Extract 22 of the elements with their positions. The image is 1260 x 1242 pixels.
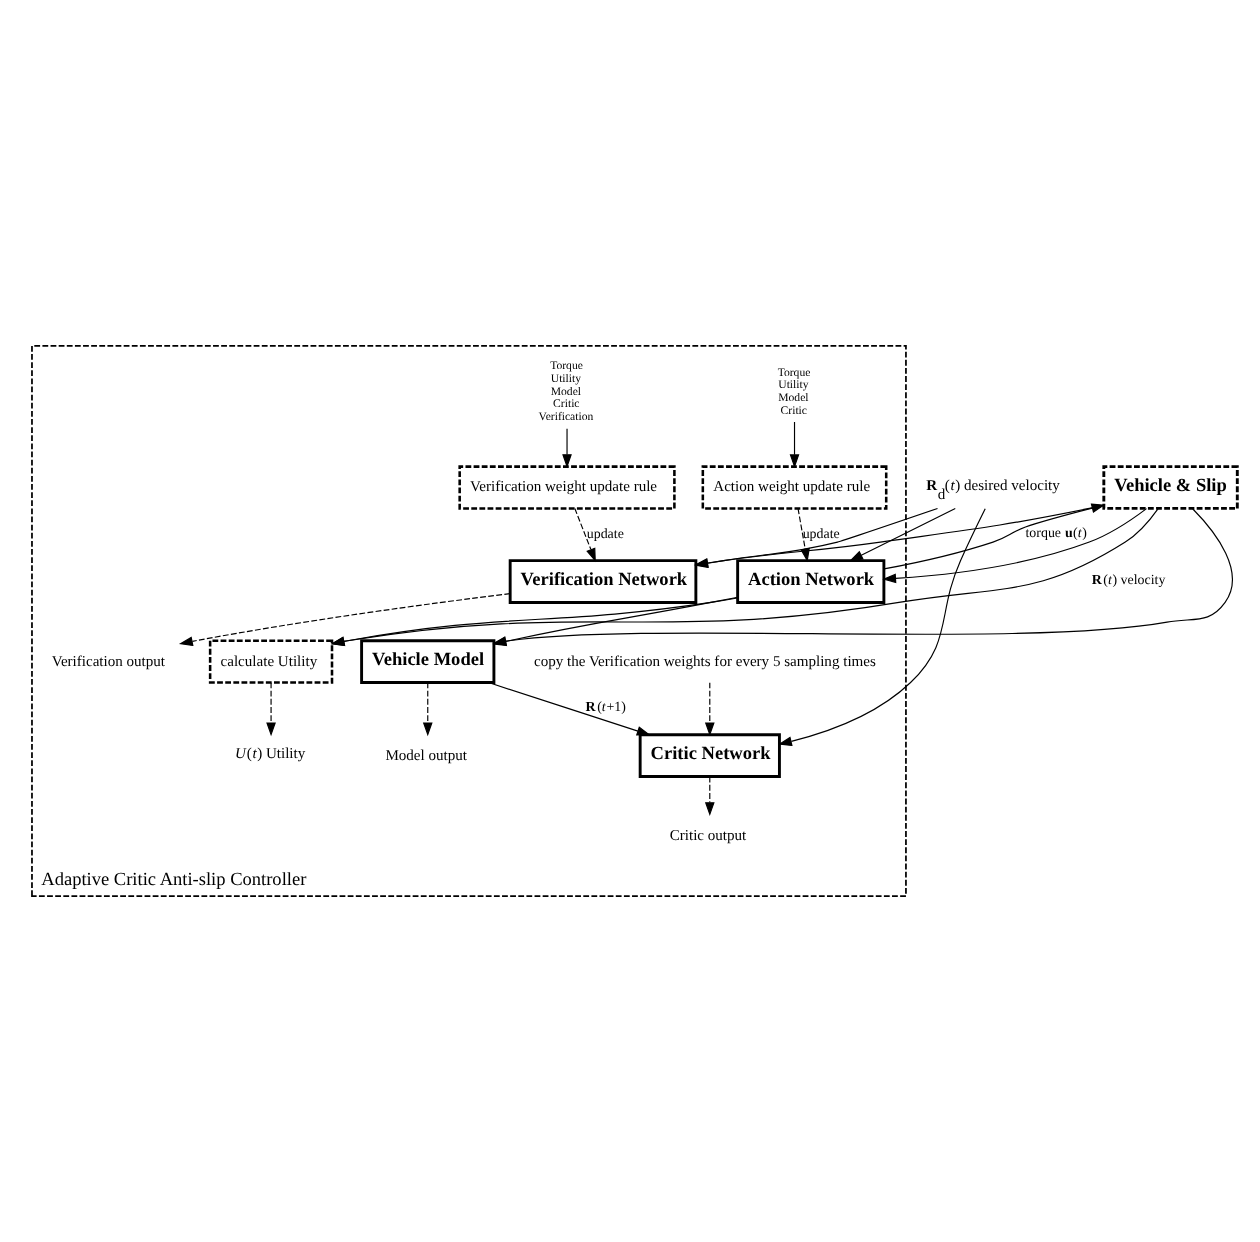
arrow [694, 507, 939, 569]
arrow [574, 508, 596, 563]
arrow [488, 681, 651, 736]
node-box: Vehicle & Slip [1102, 465, 1239, 510]
node-box: Critic Network [638, 733, 781, 778]
arrow [266, 682, 276, 737]
arrow [178, 593, 511, 647]
arrow [330, 597, 738, 647]
arrow [704, 776, 715, 817]
node-box: Vehicle Model [360, 639, 496, 684]
arrow [789, 421, 800, 469]
node-box: Action Network [736, 559, 886, 604]
arrow [562, 428, 572, 469]
arrow [422, 682, 433, 737]
arrow [492, 596, 738, 647]
node-box: Verification Network [508, 559, 698, 604]
arrow [492, 508, 1233, 646]
arrow [882, 508, 1148, 584]
arrow [330, 508, 1159, 647]
arrow [704, 682, 715, 737]
arrow [777, 508, 986, 747]
arrow [849, 508, 956, 562]
